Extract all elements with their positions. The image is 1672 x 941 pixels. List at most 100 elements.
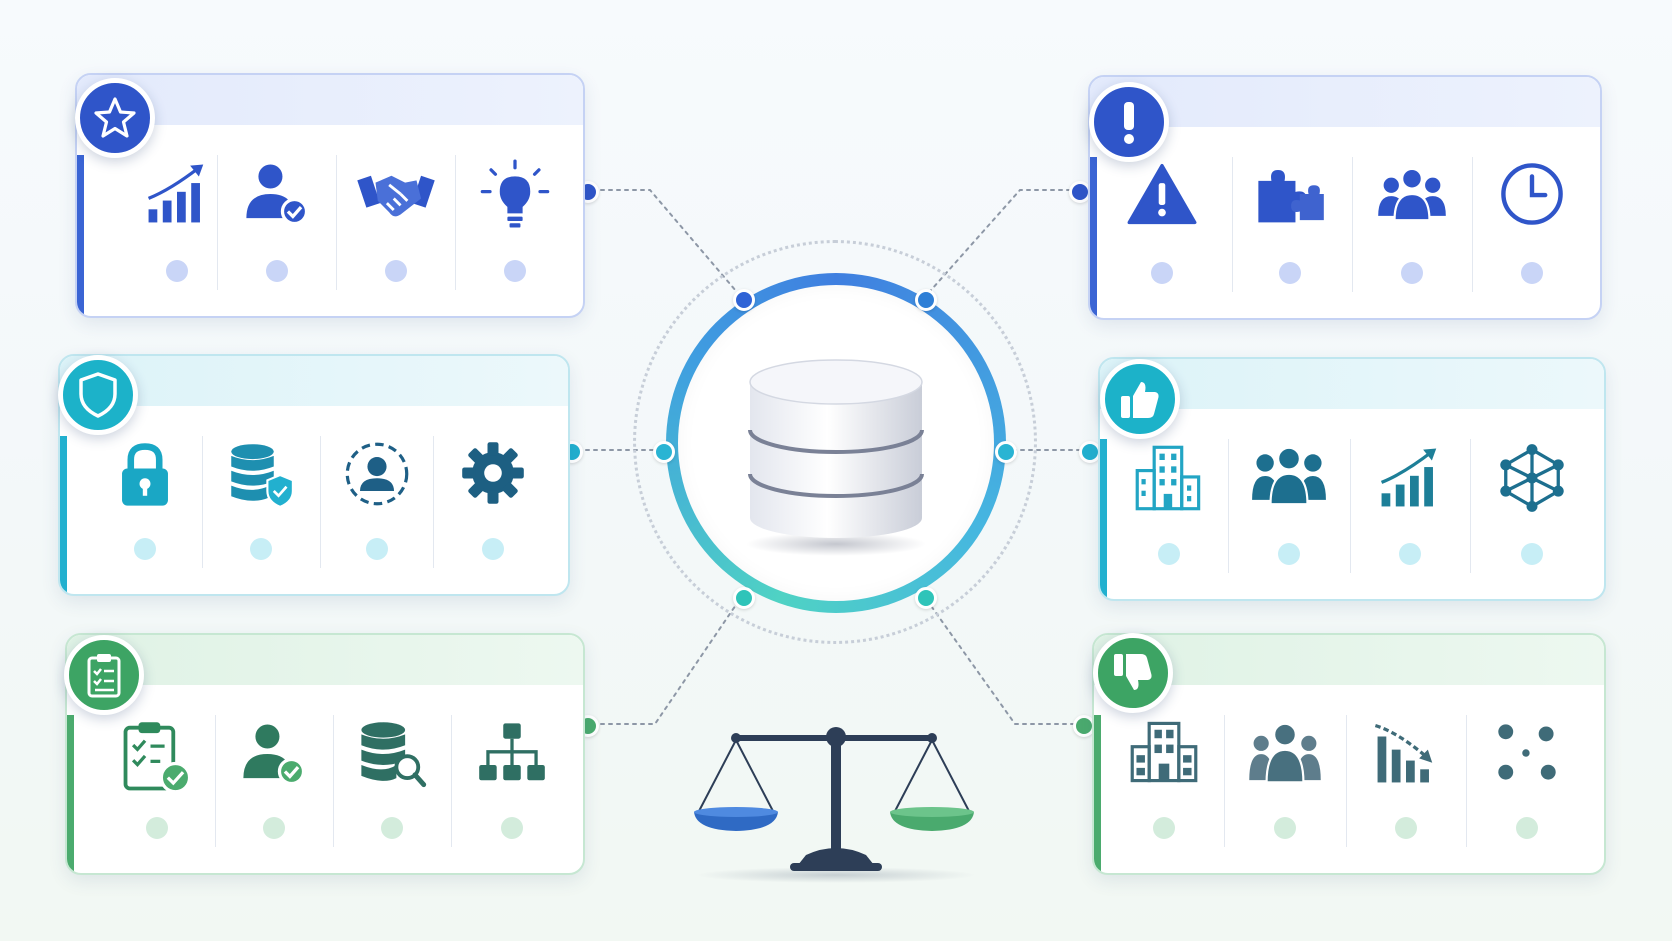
hub-node-top-right	[915, 289, 937, 311]
hub-orbit	[633, 240, 1037, 644]
divider	[1472, 157, 1473, 292]
panel-cell	[97, 705, 217, 861]
hub-node-right	[995, 441, 1017, 463]
thumbs-up-icon	[1100, 359, 1180, 439]
divider	[333, 715, 334, 847]
divider	[1352, 157, 1353, 292]
status-dot	[1278, 543, 1300, 565]
panel-cell	[1466, 705, 1588, 861]
handshake-icon	[357, 175, 435, 217]
secure-database-icon	[231, 444, 294, 509]
status-dot	[146, 817, 168, 839]
status-dot	[1521, 543, 1543, 565]
panel-cell	[1350, 429, 1470, 587]
hierarchy-icon	[479, 723, 545, 781]
panel-accent	[60, 436, 67, 594]
status-dot	[1151, 262, 1173, 284]
status-dot	[263, 817, 285, 839]
panel-header	[1100, 359, 1604, 409]
status-dot	[266, 260, 288, 282]
status-dot	[1401, 262, 1423, 284]
panel-cell	[433, 426, 553, 582]
divider	[455, 155, 456, 290]
trend-down-icon	[1374, 723, 1433, 783]
status-dot	[1516, 817, 1538, 839]
panel-header	[60, 356, 568, 406]
clipboard-icon	[64, 635, 144, 715]
team-icon	[1378, 167, 1446, 222]
divider	[1224, 715, 1225, 847]
warning-icon	[1127, 163, 1197, 225]
clock-icon	[1501, 163, 1563, 225]
panel-cell	[1104, 705, 1224, 861]
panel-cell	[336, 145, 456, 304]
divider	[1232, 157, 1233, 292]
scatter-icon	[1498, 724, 1556, 780]
panel-cell	[1470, 429, 1594, 587]
panel-cell	[1346, 705, 1466, 861]
divider	[451, 715, 452, 847]
panel-cell	[85, 426, 205, 582]
status-dot	[134, 538, 156, 560]
panel-cell	[117, 145, 237, 304]
panel-cell	[1228, 429, 1350, 587]
status-dot	[504, 260, 526, 282]
crowd-icon	[1249, 722, 1321, 784]
divider	[202, 436, 203, 568]
panel-strengths	[75, 73, 585, 318]
panel-threats	[1088, 75, 1602, 320]
divider	[217, 155, 218, 290]
panel-cell	[202, 426, 320, 582]
divider	[320, 436, 321, 568]
status-dot	[1274, 817, 1296, 839]
panel-accent	[77, 155, 84, 316]
panel-cell	[451, 705, 573, 861]
checklist-icon	[123, 722, 192, 794]
status-dot	[482, 538, 504, 560]
hub-node-left	[653, 441, 675, 463]
divider	[433, 436, 434, 568]
status-dot	[385, 260, 407, 282]
database-search-icon	[361, 722, 427, 788]
panel-header	[77, 75, 583, 125]
status-dot	[166, 260, 188, 282]
panel-cell	[455, 145, 575, 304]
user-focus-icon	[345, 442, 409, 506]
panel-cell	[217, 145, 337, 304]
gear-icon	[462, 442, 524, 504]
padlock-icon	[122, 443, 168, 506]
status-dot	[1399, 543, 1421, 565]
hub-node-top-left	[733, 289, 755, 311]
exclamation-icon	[1089, 82, 1169, 162]
panel-header	[1090, 77, 1600, 127]
panel-accent	[1090, 157, 1097, 318]
divider	[1466, 715, 1467, 847]
office-building-icon	[1135, 445, 1201, 511]
divider	[215, 715, 216, 847]
panel-security	[58, 354, 570, 596]
status-dot	[501, 817, 523, 839]
divider	[1228, 439, 1229, 573]
panel-cell	[1224, 705, 1346, 861]
status-dot	[1158, 543, 1180, 565]
trend-up-icon	[1380, 448, 1437, 507]
panel-cell	[215, 705, 333, 861]
small-building-icon	[1130, 721, 1198, 783]
hub-node-bottom-left	[733, 587, 755, 609]
panel-pros	[1098, 357, 1606, 601]
network-icon	[1500, 444, 1564, 512]
divider	[1346, 715, 1347, 847]
group-icon	[1252, 446, 1326, 506]
verified-user-icon	[246, 164, 309, 226]
thumbs-down-icon	[1093, 633, 1173, 713]
star-icon	[75, 78, 155, 158]
shield-icon	[58, 355, 138, 435]
status-dot	[1153, 817, 1175, 839]
divider	[1470, 439, 1471, 573]
panel-cell	[333, 705, 451, 861]
panel-cell	[1102, 147, 1222, 306]
status-dot	[366, 538, 388, 560]
panel-header	[1094, 635, 1604, 685]
panel-cell	[1110, 429, 1228, 587]
